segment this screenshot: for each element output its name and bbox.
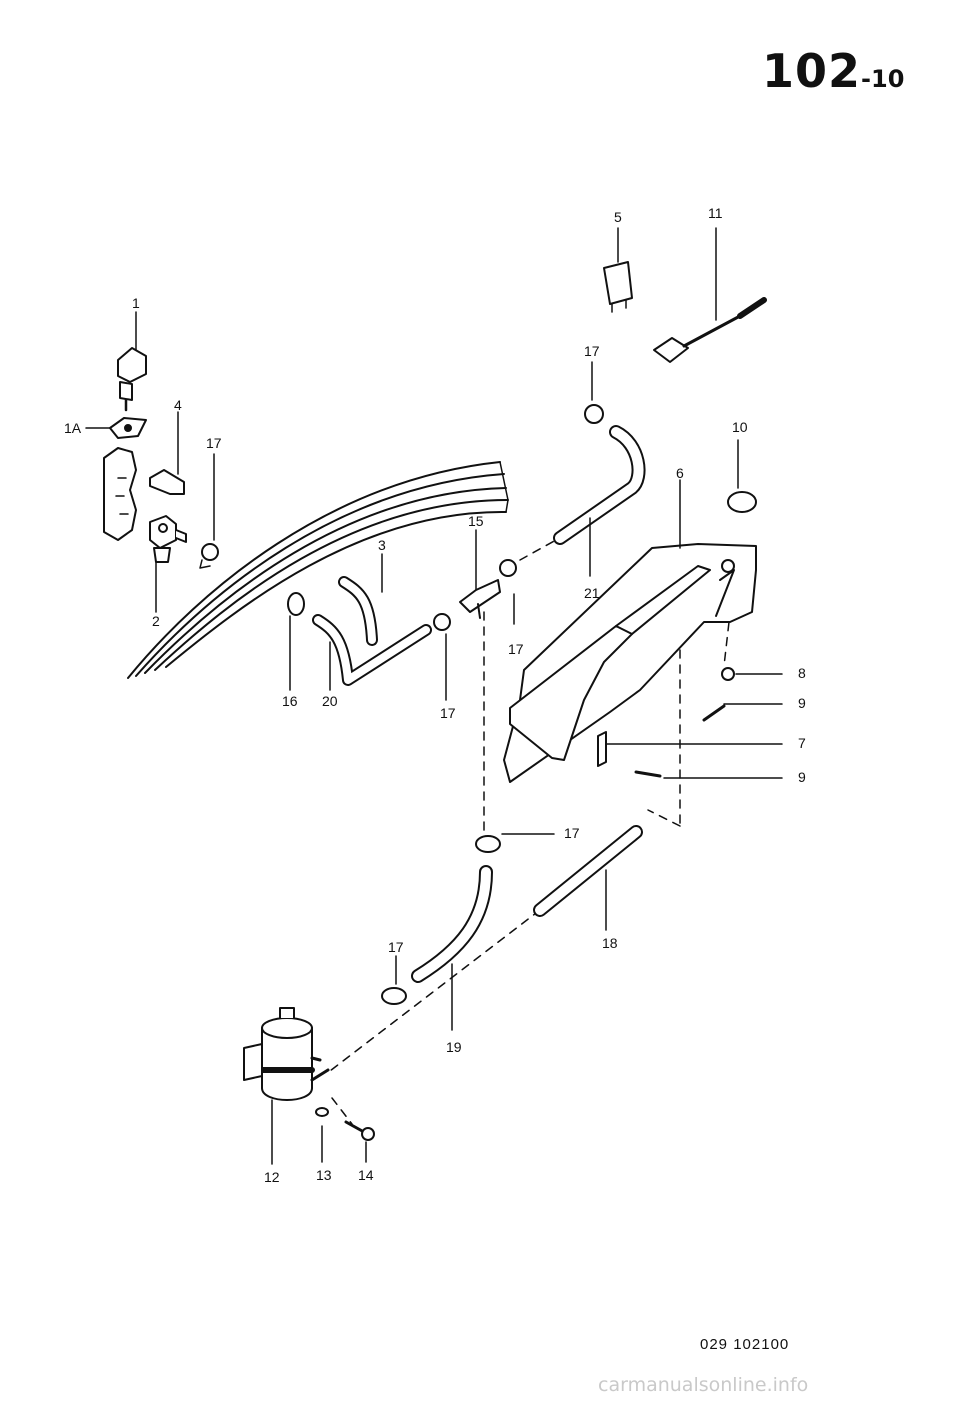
callout-17: 17	[508, 641, 524, 657]
nozzle-bracket	[103, 447, 137, 541]
nozzle-gasket	[85, 417, 147, 439]
reservoir-cap	[727, 439, 757, 513]
callout-14: 14	[358, 1167, 374, 1183]
pump-washer	[315, 1107, 329, 1163]
body-panel-outline	[127, 461, 509, 679]
hose-section	[411, 865, 493, 1031]
washer-pump	[243, 1007, 330, 1165]
callout-18: 18	[602, 935, 618, 951]
page-dash: -	[861, 65, 871, 93]
callout-15: 15	[468, 513, 484, 529]
callout-17: 17	[564, 825, 580, 841]
hose-clamp	[381, 955, 407, 1005]
callout-8: 8	[798, 665, 806, 681]
watermark: carmanualsonline.info	[598, 1374, 809, 1396]
page-number: 102	[762, 44, 862, 98]
hose-section	[312, 614, 432, 691]
hose-section	[553, 425, 646, 577]
hose-clamp	[499, 559, 517, 625]
callout-19: 19	[446, 1039, 462, 1055]
callout-17: 17	[440, 705, 456, 721]
washer-reservoir	[503, 479, 757, 783]
callout-16: 16	[282, 693, 298, 709]
page-heading: 102-10	[762, 44, 904, 98]
callout-9: 9	[798, 695, 806, 711]
callout-9: 9	[798, 769, 806, 785]
callout-3: 3	[378, 537, 386, 553]
hose-section	[533, 825, 643, 931]
wiring-harness	[653, 227, 767, 363]
retaining-clip	[149, 411, 185, 495]
callout-2: 2	[152, 613, 160, 629]
hose-clamp	[475, 833, 555, 853]
pump-screw	[344, 1120, 375, 1163]
callout-4: 4	[174, 397, 182, 413]
fastener-leader-lines	[605, 667, 783, 779]
callout-5: 5	[614, 209, 622, 225]
callout-21: 21	[584, 585, 600, 601]
callout-17: 17	[388, 939, 404, 955]
callout-1a: 1A	[64, 420, 82, 436]
callout-17: 17	[206, 435, 222, 451]
callout-1: 1	[132, 295, 140, 311]
callout-20: 20	[322, 693, 338, 709]
washer-nozzle	[117, 311, 147, 412]
washer-relay	[603, 227, 633, 313]
callout-13: 13	[316, 1167, 332, 1183]
jet-holder	[149, 515, 187, 613]
drawing-number: 029 102100	[700, 1336, 790, 1353]
hose-clamp	[433, 613, 451, 701]
hose-clamp	[199, 453, 219, 569]
hose-clamp	[584, 361, 604, 424]
callout-11: 11	[708, 205, 723, 221]
grommet	[287, 592, 305, 691]
t-connector	[459, 529, 501, 619]
callout-7: 7	[798, 735, 806, 751]
callout-17: 17	[584, 343, 600, 359]
hose-section	[338, 553, 383, 646]
callout-12: 12	[264, 1169, 280, 1185]
callout-6: 6	[676, 465, 684, 481]
page-subnumber: 10	[871, 65, 905, 93]
callout-10: 10	[732, 419, 748, 435]
